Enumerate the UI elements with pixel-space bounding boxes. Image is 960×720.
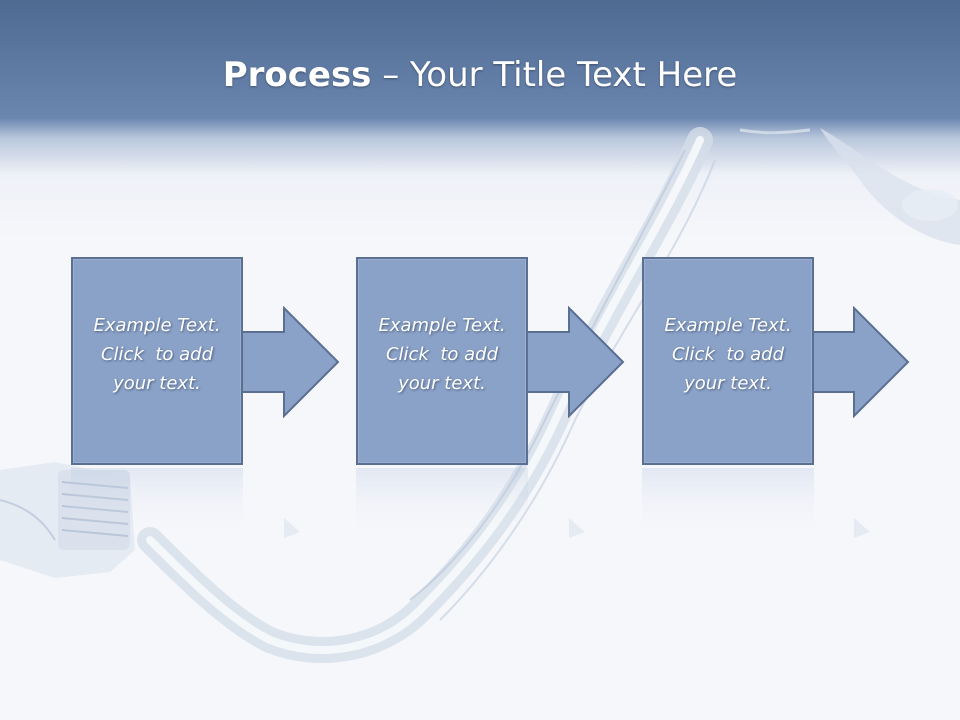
process-step-1[interactable]: Example Text. Click to add your text. [71, 257, 243, 465]
slide-title: Process – Your Title Text Here [0, 52, 960, 98]
step-3-line-2: Click to add [671, 344, 784, 365]
step-3-line-1: Example Text. [664, 315, 792, 336]
process-step-2[interactable]: Example Text. Click to add your text. [356, 257, 528, 465]
step-2-line-1: Example Text. [378, 315, 506, 336]
arrow-1-icon [242, 306, 340, 418]
step-3-line-3: your text. [684, 373, 772, 394]
step-2-line-2: Click to add [385, 344, 498, 365]
step-1-line-2: Click to add [100, 344, 213, 365]
arrow-3-icon [812, 306, 910, 418]
process-step-3[interactable]: Example Text. Click to add your text. [642, 257, 814, 465]
reflection [71, 468, 870, 538]
step-1-text: Example Text. Click to add your text. [73, 311, 241, 398]
step-1-line-3: your text. [113, 373, 201, 394]
title-rest: – Your Title Text Here [371, 55, 738, 95]
step-2-text: Example Text. Click to add your text. [358, 311, 526, 398]
arrow-2-icon [527, 306, 625, 418]
step-3-text: Example Text. Click to add your text. [644, 311, 812, 398]
step-1-line-1: Example Text. [93, 315, 221, 336]
step-2-line-3: your text. [398, 373, 486, 394]
title-bold: Process [222, 55, 372, 95]
